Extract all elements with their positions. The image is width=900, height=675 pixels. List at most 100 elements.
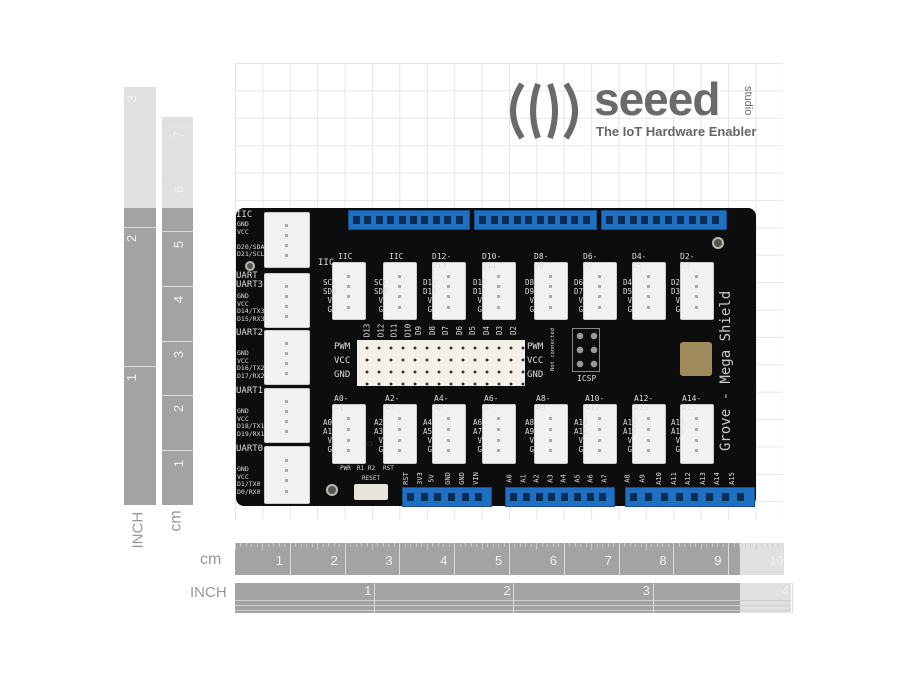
connector-pins: D12 D13 V G	[423, 278, 437, 314]
ruler-minor-tick	[278, 543, 280, 547]
connector-pins: A8 A9 V G	[525, 418, 535, 454]
breadboard-row-label-right: GND	[527, 370, 544, 380]
connector-pins: D8 D9 V G	[525, 278, 535, 314]
reset-label: RESET	[362, 475, 381, 482]
grove-connector-bottom[interactable]	[583, 404, 617, 464]
ruler-minor-tick	[651, 543, 653, 547]
grove-connector-left[interactable]	[264, 446, 310, 504]
grove-connector-top[interactable]	[632, 262, 666, 320]
grove-connector-left[interactable]	[264, 212, 310, 268]
ruler-tick-label: 1	[275, 553, 284, 568]
ruler-minor-tick	[739, 543, 741, 547]
ruler-minor-tick	[547, 543, 549, 547]
connector-title: D8-D9	[534, 252, 549, 270]
analog-pin-label: A12	[683, 472, 692, 485]
ruler-minor-tick	[678, 543, 680, 547]
grove-connector-top[interactable]	[383, 262, 417, 320]
grove-connector-top[interactable]	[680, 262, 714, 320]
ruler-tick	[513, 583, 515, 613]
grove-connector-bottom[interactable]	[332, 404, 366, 464]
breadboard-row-label-right: PWM	[527, 342, 544, 352]
ruler-minor-tick	[624, 543, 626, 547]
grove-connector-left[interactable]	[264, 388, 310, 443]
grove-connector-bottom[interactable]	[432, 404, 466, 464]
ruler-minor-tick	[761, 543, 763, 547]
ruler-tick	[509, 543, 510, 575]
ruler-tick	[162, 340, 193, 342]
analog-pin-label: A15	[727, 472, 736, 485]
ruler-minor-tick	[706, 543, 708, 547]
ruler-tick-label: 8	[659, 553, 667, 568]
ruler-tick-label: 4	[781, 583, 790, 598]
ruler-minor-tick	[536, 543, 538, 550]
ruler-tick	[289, 543, 291, 575]
analog-pin-label: A5	[573, 474, 582, 483]
ruler-minor-tick	[432, 543, 434, 547]
ruler-line	[235, 600, 791, 601]
ruler-tick	[124, 365, 156, 367]
ruler-minor-tick	[585, 543, 587, 547]
ruler-minor-tick	[596, 543, 598, 547]
ruler-minor-tick	[591, 543, 593, 550]
cm-ruler-unit: cm	[200, 551, 222, 568]
grove-connector-bottom[interactable]	[680, 404, 714, 464]
connector-title: A4-A5	[434, 394, 449, 412]
ruler-minor-tick	[311, 543, 313, 547]
connector-pins: GND VCC D18/TX1 D19/RX1	[237, 407, 265, 438]
analog-pin-label: A6	[586, 474, 595, 483]
ruler-tick	[162, 450, 193, 452]
analog-pin-label: A13	[698, 472, 707, 485]
analog-pin-label: A2	[532, 474, 541, 483]
grove-connector-bottom[interactable]	[534, 404, 568, 464]
ruler-minor-tick	[377, 543, 379, 547]
ruler-tick	[162, 231, 193, 232]
grove-connector-top[interactable]	[482, 262, 516, 320]
power-header	[402, 487, 492, 507]
connector-title: UART UART3	[236, 271, 264, 290]
ruler-minor-tick	[300, 543, 302, 547]
ruler-minor-tick	[574, 543, 576, 547]
ruler-minor-tick	[492, 543, 494, 547]
ruler-minor-tick	[245, 543, 247, 547]
inch-ruler-vertical-unit: INCH	[129, 511, 147, 549]
ruler-tick-label: 3	[124, 95, 140, 103]
rst-led-label: RST	[383, 465, 394, 472]
analog-pin-label: A4	[559, 474, 568, 483]
grove-connector-bottom[interactable]	[383, 404, 417, 464]
ruler-minor-tick	[388, 543, 390, 547]
breadboard-column-label: D2	[508, 325, 518, 336]
ruler-minor-tick	[421, 543, 423, 547]
ruler-tick	[673, 543, 675, 575]
ruler-minor-tick	[766, 543, 768, 547]
cm-ruler-horizontal	[235, 543, 740, 575]
ruler-minor-tick	[722, 543, 724, 547]
ruler-tick	[563, 543, 565, 575]
grove-connector-top[interactable]	[583, 262, 617, 320]
grove-connector-top[interactable]	[432, 262, 466, 320]
ruler-minor-tick	[656, 543, 658, 547]
ruler-tick	[652, 583, 654, 613]
analog-pin-label: A3	[546, 474, 555, 483]
ruler-minor-tick	[284, 543, 286, 547]
connector-title: D2-D3	[680, 252, 695, 270]
grove-connector-left[interactable]	[264, 273, 310, 328]
ruler-tick-label: 3	[385, 553, 393, 568]
grove-connector-left[interactable]	[264, 330, 310, 385]
ruler-minor-tick	[410, 543, 412, 547]
breadboard-column-label: D13	[362, 323, 372, 338]
pwr-led-label: PWR	[340, 465, 351, 472]
connector-title: UART0	[236, 444, 264, 454]
icsp-header	[572, 328, 600, 372]
connector-pins: A14 A15 V G	[671, 418, 685, 454]
grove-connector-bottom[interactable]	[632, 404, 666, 464]
ruler-minor-tick	[393, 543, 395, 547]
reset-button[interactable]	[354, 484, 388, 500]
ruler-tick	[124, 226, 156, 228]
grove-connector-top[interactable]	[332, 262, 366, 320]
ruler-tick	[374, 583, 376, 613]
grove-connector-bottom[interactable]	[482, 404, 516, 464]
grove-connector-top[interactable]	[534, 262, 568, 320]
ruler-minor-tick	[404, 543, 406, 547]
ruler-minor-tick	[711, 543, 713, 547]
top-header-2	[474, 210, 597, 230]
